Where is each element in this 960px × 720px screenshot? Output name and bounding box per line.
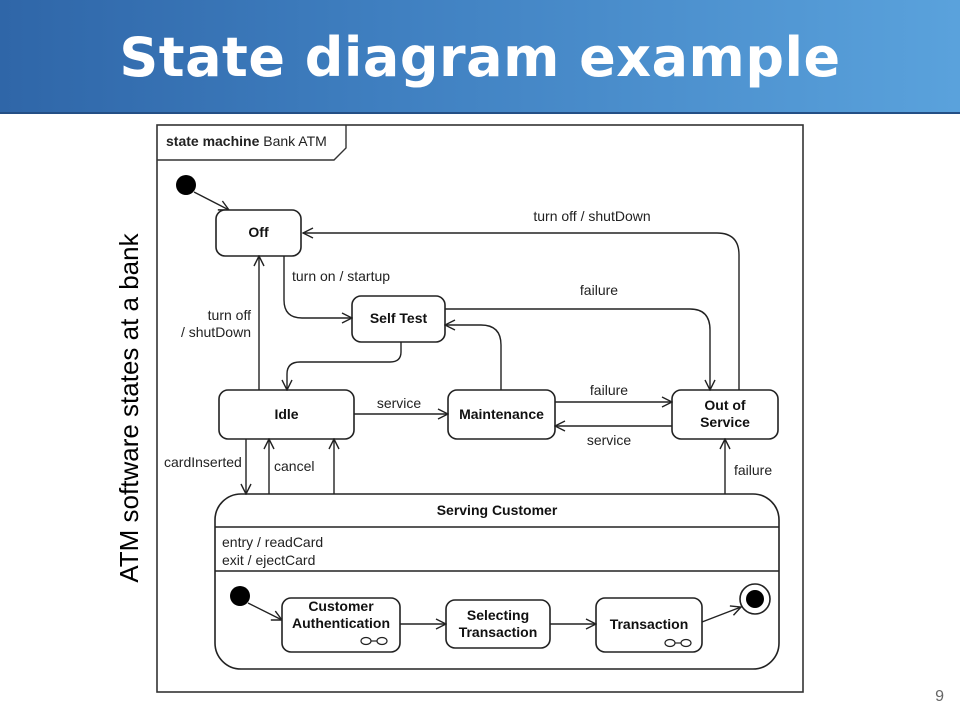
state-customer-authentication-label-1: Customer [308,598,374,614]
state-transaction-label: Transaction [610,616,689,632]
label-card-inserted: cardInserted [164,454,242,470]
transition-selftest-to-outofservice [445,308,710,390]
title-banner: State diagram example [0,0,960,114]
page-number: 9 [935,688,944,705]
state-customer-authentication [281,597,401,653]
transition-off-to-selftest [283,256,352,318]
initial-transition-arrow [193,191,229,210]
label-service-idle: service [377,395,422,411]
slide-title: State diagram example [119,26,841,89]
transition-transaction-to-final [701,607,741,623]
final-state-dot [746,590,764,608]
initial-state-dot [176,175,196,195]
frame-label-tab [157,125,347,161]
frame-keyword: state machine [166,133,260,149]
state-selecting-transaction-label-1: Selecting [467,607,529,623]
state-serving-customer-label: Serving Customer [437,502,558,518]
exit-activity: exit / ejectCard [222,552,315,568]
label-turn-off-shutdown: turn off / shutDown [533,208,650,224]
transition-outofservice-to-off [303,233,740,390]
submachine-icon [664,638,692,648]
frame-label: state machine Bank ATM [166,133,327,149]
state-maintenance-label: Maintenance [459,406,544,422]
label-service-outofservice: service [587,432,632,448]
label-turn-on-startup: turn on / startup [292,268,390,284]
state-idle-label: Idle [274,406,298,422]
state-out-of-service-label-2: Service [700,414,750,430]
state-selecting-transaction-label-2: Transaction [459,624,538,640]
transition-maintenance-to-selftest [445,325,502,390]
label-failure-maintenance: failure [590,382,628,398]
state-customer-authentication-label-2: Authentication [292,615,390,631]
label-turn-off: turn off [208,307,251,323]
inner-initial-transition-arrow [247,602,282,620]
state-out-of-service-label-1: Out of [704,397,746,413]
label-failure-selftest: failure [580,282,618,298]
frame-name: Bank ATM [263,133,327,149]
inner-initial-state-dot [230,586,250,606]
label-failure-serving: failure [734,462,772,478]
state-self-test-label: Self Test [370,310,428,326]
entry-activity: entry / readCard [222,534,323,550]
state-off-label: Off [248,224,269,240]
label-shutdown: / shutDown [181,324,251,340]
transition-selftest-to-idle [287,342,402,390]
submachine-icon [360,636,388,646]
label-cancel: cancel [274,458,314,474]
